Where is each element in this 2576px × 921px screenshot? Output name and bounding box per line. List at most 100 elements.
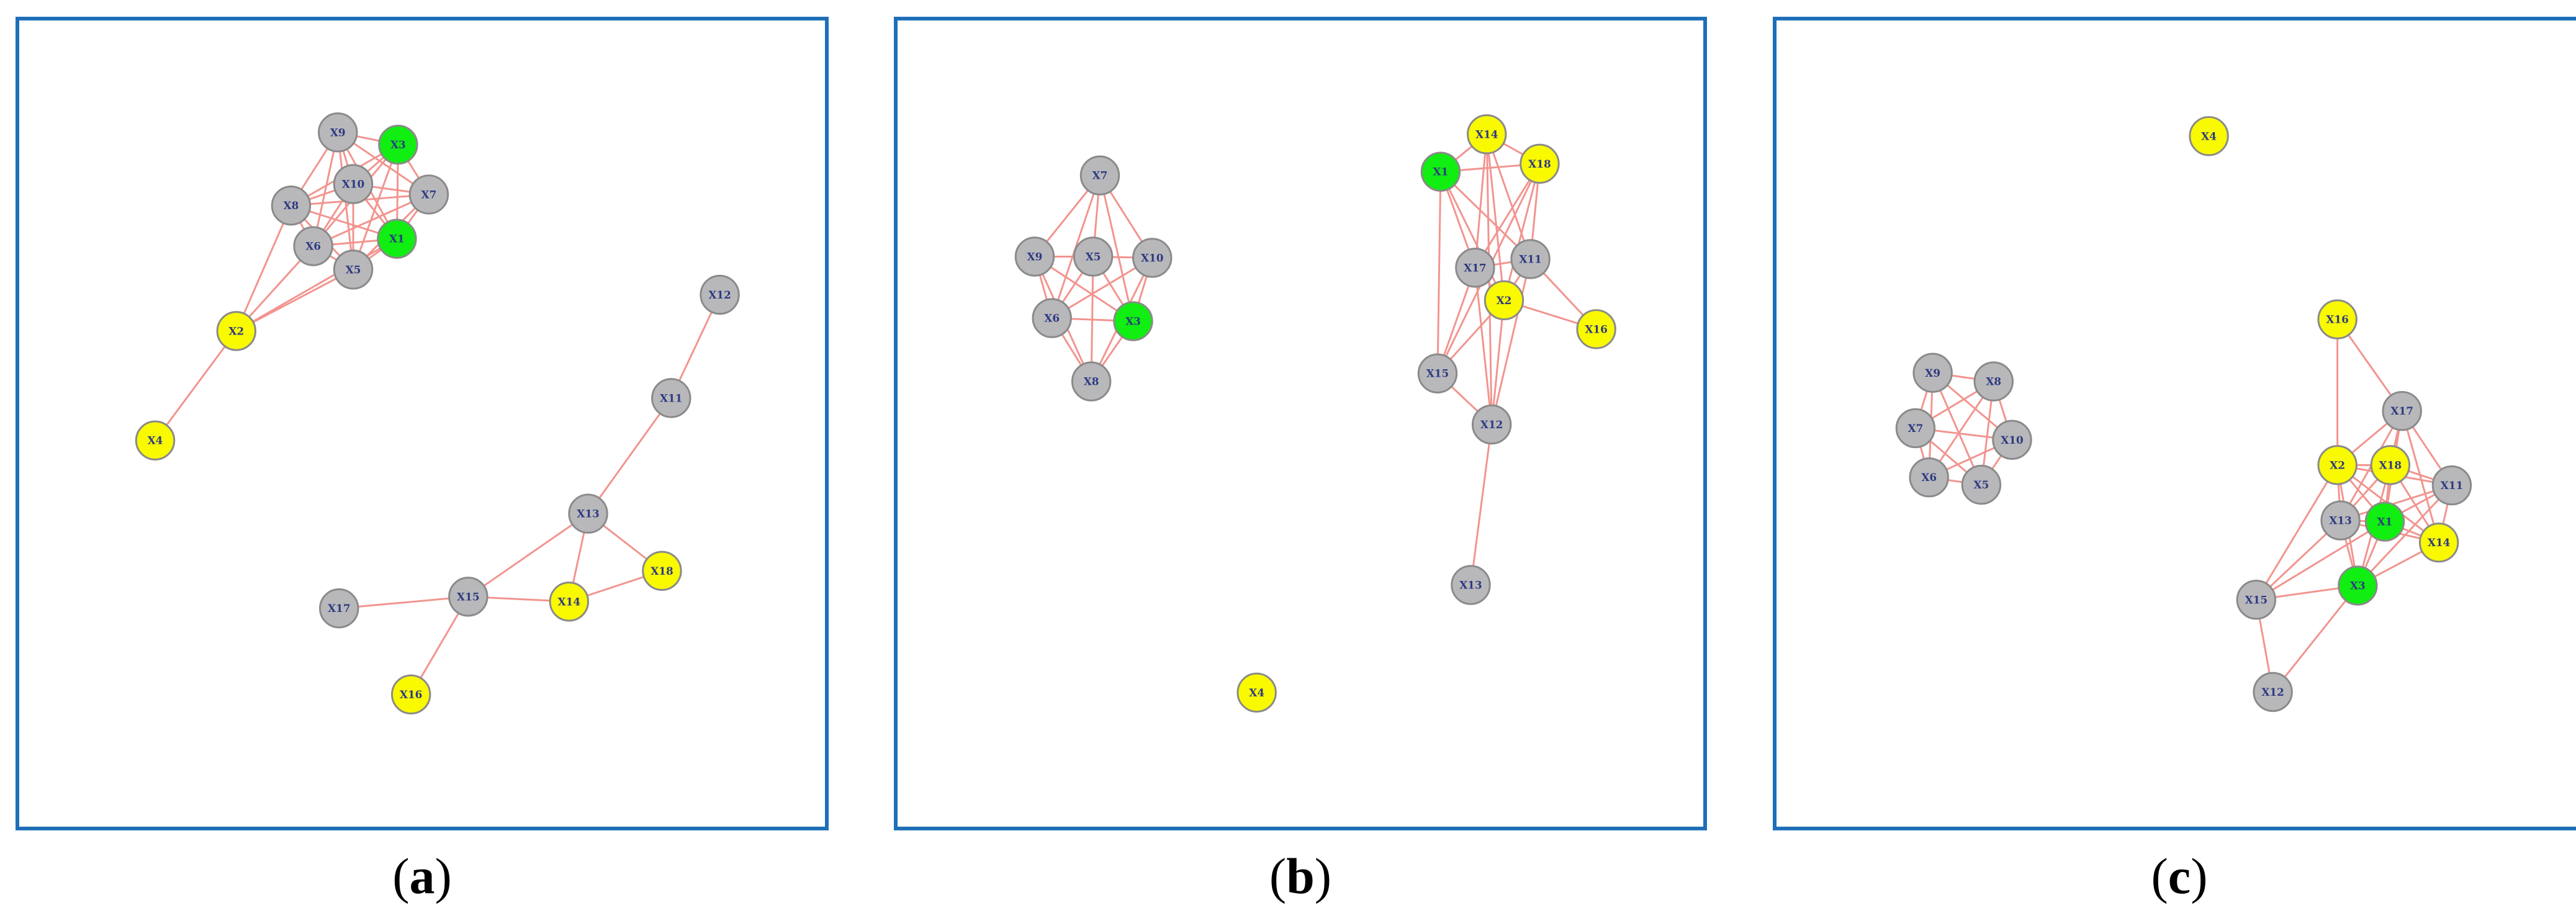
node-x17: X17 bbox=[2382, 390, 2422, 431]
node-label: X17 bbox=[2390, 405, 2413, 417]
node-label: X11 bbox=[660, 392, 682, 404]
edge-x18-x2 bbox=[1503, 163, 1541, 301]
caption-a: (a) bbox=[16, 847, 829, 905]
edge-x17-x12 bbox=[1474, 267, 1493, 425]
node-label: X8 bbox=[284, 199, 299, 212]
caption-letter: c bbox=[2168, 848, 2191, 904]
node-x13: X13 bbox=[1451, 565, 1491, 605]
node-x9: X9 bbox=[318, 112, 358, 153]
caption-close: ) bbox=[2191, 848, 2208, 904]
node-label: X10 bbox=[342, 178, 364, 191]
edge-x18-x17 bbox=[1474, 163, 1541, 269]
node-label: X10 bbox=[2001, 434, 2023, 446]
node-circle bbox=[1032, 298, 1072, 338]
edge-x7-x6 bbox=[313, 194, 430, 247]
node-circle bbox=[2431, 465, 2472, 506]
node-circle bbox=[1071, 361, 1112, 402]
node-x3: X3 bbox=[378, 124, 418, 165]
node-label: X15 bbox=[457, 590, 479, 603]
node-circle bbox=[1014, 236, 1055, 277]
edge-x13-x15 bbox=[467, 513, 589, 598]
node-label: X5 bbox=[1974, 478, 1989, 491]
node-label: X17 bbox=[328, 602, 350, 614]
node-x6: X6 bbox=[1909, 457, 1949, 498]
node-label: X16 bbox=[400, 688, 422, 701]
node-circle bbox=[549, 582, 590, 622]
node-circle bbox=[1236, 672, 1277, 713]
node-label: X14 bbox=[1475, 128, 1498, 140]
node-circle bbox=[568, 493, 608, 534]
node-circle bbox=[1520, 143, 1560, 184]
node-x7: X7 bbox=[408, 174, 449, 215]
node-x11: X11 bbox=[651, 378, 691, 418]
node-label: X13 bbox=[1459, 579, 1482, 591]
node-circle bbox=[319, 588, 359, 629]
node-x6: X6 bbox=[293, 226, 333, 266]
node-label: X13 bbox=[2329, 514, 2351, 527]
node-circle bbox=[378, 124, 418, 165]
node-x13: X13 bbox=[568, 493, 608, 534]
node-x1: X1 bbox=[1420, 151, 1461, 192]
node-circle bbox=[1961, 464, 2002, 505]
node-x4: X4 bbox=[1236, 672, 1277, 713]
node-label: X7 bbox=[1908, 422, 1924, 434]
caption-close: ) bbox=[1314, 848, 1332, 904]
edge-x2-x1 bbox=[236, 238, 398, 332]
node-label: X1 bbox=[389, 233, 405, 245]
node-circle bbox=[408, 174, 449, 215]
node-label: X6 bbox=[1921, 471, 1937, 483]
node-x13: X13 bbox=[2320, 500, 2361, 541]
node-label: X5 bbox=[1086, 250, 1101, 263]
node-circle bbox=[2253, 672, 2293, 712]
edge-x2-x12 bbox=[1490, 300, 1505, 425]
node-x2: X2 bbox=[2317, 445, 2358, 485]
node-label: X16 bbox=[2326, 313, 2348, 326]
node-circle bbox=[1079, 155, 1120, 195]
edge-x1-x2 bbox=[1439, 171, 1505, 301]
node-x5: X5 bbox=[1961, 464, 2002, 505]
node-label: X9 bbox=[1027, 250, 1043, 263]
node-circle bbox=[2364, 501, 2405, 542]
node-x8: X8 bbox=[1071, 361, 1112, 402]
node-circle bbox=[1576, 309, 1616, 349]
node-circle bbox=[448, 577, 489, 617]
edges bbox=[1034, 133, 1597, 585]
node-x5: X5 bbox=[333, 249, 374, 290]
node-circle bbox=[135, 420, 176, 460]
node-x12: X12 bbox=[2253, 672, 2293, 712]
node-circle bbox=[1455, 248, 1495, 288]
node-label: X1 bbox=[1433, 166, 1449, 178]
node-label: X8 bbox=[1986, 375, 2001, 388]
node-x18: X18 bbox=[2370, 445, 2411, 485]
node-circle bbox=[1484, 280, 1524, 321]
node-label: X9 bbox=[1925, 367, 1940, 379]
node-circle bbox=[1451, 565, 1491, 605]
node-label: X4 bbox=[148, 434, 163, 447]
edge-x11-x12 bbox=[1490, 259, 1532, 425]
node-label: X14 bbox=[2428, 536, 2451, 549]
node-x14: X14 bbox=[549, 582, 590, 622]
node-label: X18 bbox=[1528, 158, 1551, 170]
node-circle bbox=[1912, 353, 1953, 393]
node-x3: X3 bbox=[1113, 301, 1153, 341]
node-circle bbox=[651, 378, 691, 418]
node-circle bbox=[377, 218, 417, 259]
node-label: X11 bbox=[1519, 253, 1541, 265]
node-circle bbox=[271, 186, 312, 226]
node-label: X16 bbox=[1585, 323, 1607, 335]
node-x2: X2 bbox=[1484, 280, 1524, 321]
node-x12: X12 bbox=[700, 274, 740, 315]
node-label: X3 bbox=[2350, 580, 2366, 592]
edge-x17-x14 bbox=[2401, 410, 2440, 543]
node-x9: X9 bbox=[1014, 236, 1055, 277]
node-x16: X16 bbox=[1576, 309, 1616, 349]
edge-x3-x5 bbox=[352, 144, 399, 270]
node-label: X8 bbox=[1084, 375, 1099, 388]
node-x1: X1 bbox=[377, 218, 417, 259]
node-x11: X11 bbox=[2431, 465, 2472, 506]
node-label: X2 bbox=[1497, 294, 1512, 307]
edge-x1-x11 bbox=[1439, 171, 1531, 260]
